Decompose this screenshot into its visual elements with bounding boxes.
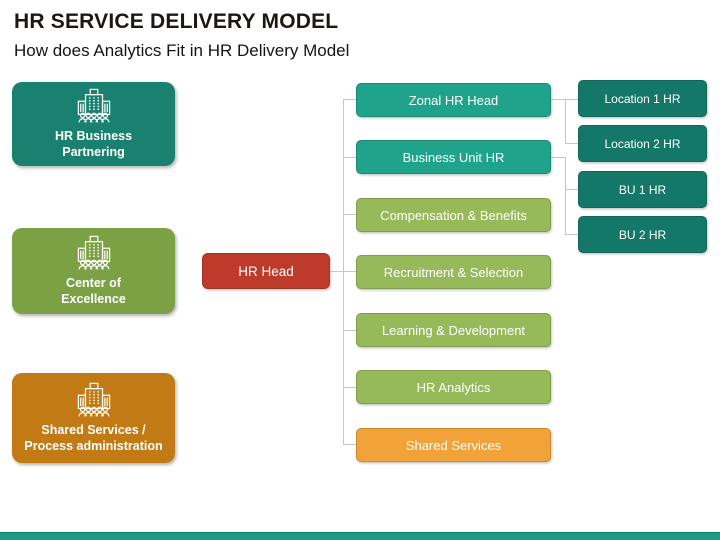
node-hr-head: HR Head (202, 253, 330, 289)
node-hr-analytics: HR Analytics (356, 370, 551, 404)
connector-line (343, 387, 356, 388)
node-location-2-hr: Location 2 HR (578, 125, 707, 162)
connector-line (343, 99, 344, 445)
connector-line (343, 444, 356, 445)
node-shared-services-process-administration: Shared Services / Process administration (12, 373, 175, 463)
node-compensation-benefits: Compensation & Benefits (356, 198, 551, 232)
node-bu-2-hr: BU 2 HR (578, 216, 707, 253)
building-people-icon (71, 88, 117, 123)
connector-line (551, 157, 566, 158)
node-recruitment-selection: Recruitment & Selection (356, 255, 551, 289)
connector-line (565, 99, 566, 144)
connector-line (565, 157, 566, 235)
building-people-icon (71, 235, 117, 270)
node-label: HR Business Partnering (54, 128, 133, 159)
connector-line (343, 99, 356, 100)
building-people-icon (71, 382, 117, 417)
node-hr-business-partnering: HR Business Partnering (12, 82, 175, 166)
node-center-of-excellence: Center of Excellence (12, 228, 175, 314)
node-location-1-hr: Location 1 HR (578, 80, 707, 117)
connector-line (565, 189, 578, 190)
connector-line (343, 157, 356, 158)
footer-accent-bar (0, 532, 720, 540)
connector-line (565, 143, 578, 144)
connector-line (343, 330, 356, 331)
connector-line (330, 271, 343, 272)
connector-line (343, 271, 356, 272)
connector-line (565, 234, 578, 235)
node-bu-1-hr: BU 1 HR (578, 171, 707, 208)
node-learning-development: Learning & Development (356, 313, 551, 347)
connector-line (551, 99, 578, 100)
node-shared-services: Shared Services (356, 428, 551, 462)
node-business-unit-hr: Business Unit HR (356, 140, 551, 174)
page-title: HR SERVICE DELIVERY MODEL (14, 10, 339, 33)
node-label: Shared Services / Process administration (24, 422, 163, 453)
node-label: Center of Excellence (61, 275, 126, 306)
page-subtitle: How does Analytics Fit in HR Delivery Mo… (14, 41, 350, 60)
connector-line (343, 214, 356, 215)
node-zonal-hr-head: Zonal HR Head (356, 83, 551, 117)
